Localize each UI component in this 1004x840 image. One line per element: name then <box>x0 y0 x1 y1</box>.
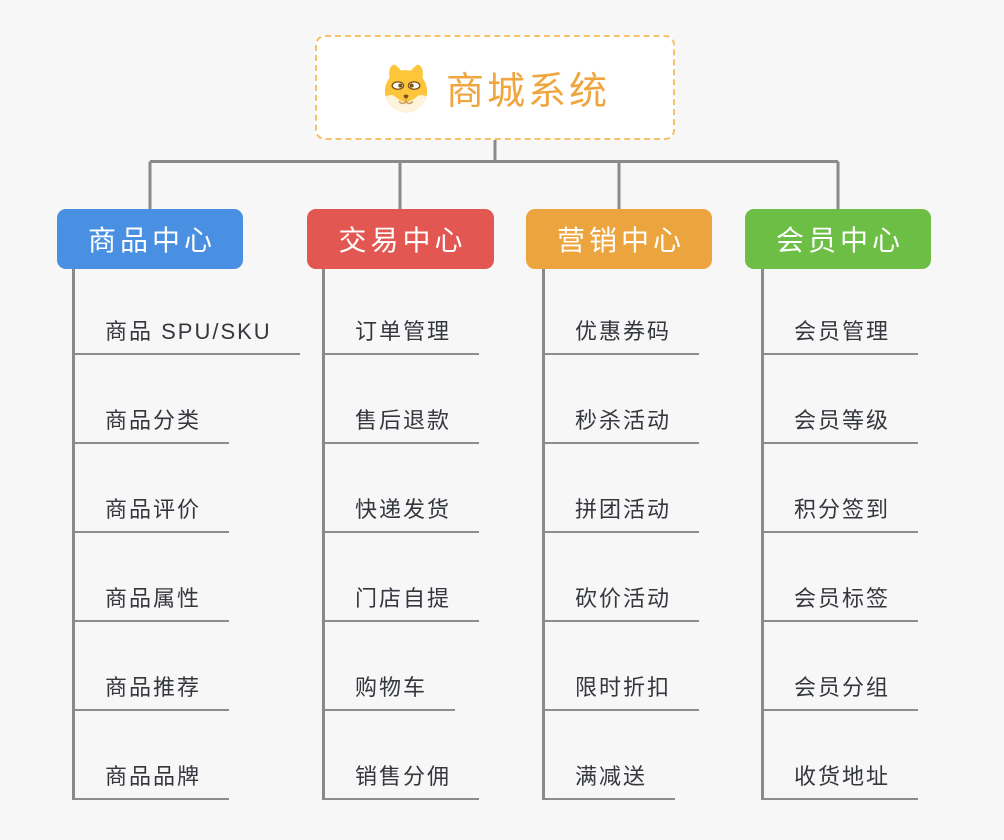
branch-children-trade: 订单管理 售后退款 快递发货 门店自提 购物车 销售分佣 <box>322 266 480 800</box>
leaf-node[interactable]: 会员管理 <box>761 266 919 355</box>
leaf-node[interactable]: 购物车 <box>322 622 479 711</box>
leaf-node[interactable]: 会员等级 <box>761 355 919 444</box>
trunk-line <box>542 269 545 800</box>
leaf-node[interactable]: 快递发货 <box>322 444 480 533</box>
leaf-label: 销售分佣 <box>322 759 480 800</box>
root-node[interactable]: 商城系统 <box>315 35 675 140</box>
leaf-label: 砍价活动 <box>542 581 700 622</box>
branch-node-marketing-center[interactable]: 营销中心 <box>526 209 712 269</box>
leaf-node[interactable]: 会员标签 <box>761 533 919 622</box>
leaf-node[interactable]: 销售分佣 <box>322 711 480 800</box>
leaf-label: 会员分组 <box>761 670 919 711</box>
trunk-line <box>761 269 764 800</box>
leaf-node[interactable]: 售后退款 <box>322 355 480 444</box>
leaf-node[interactable]: 收货地址 <box>761 711 919 800</box>
root-node-label: 商城系统 <box>445 71 610 113</box>
leaf-node[interactable]: 满减送 <box>542 711 699 800</box>
leaf-node[interactable]: 砍价活动 <box>542 533 700 622</box>
leaf-node[interactable]: 商品属性 <box>72 533 300 622</box>
leaf-node[interactable]: 商品品牌 <box>72 711 300 800</box>
leaf-label: 售后退款 <box>322 403 480 444</box>
leaf-label: 满减送 <box>542 759 676 800</box>
leaf-label: 商品推荐 <box>72 670 230 711</box>
trunk-line <box>322 269 325 800</box>
leaf-node[interactable]: 商品 SPU/SKU <box>72 266 300 355</box>
leaf-label: 收货地址 <box>761 759 919 800</box>
leaf-label: 门店自提 <box>322 581 480 622</box>
branch-label: 会员中心 <box>775 225 904 256</box>
leaf-node[interactable]: 门店自提 <box>322 533 480 622</box>
leaf-label: 快递发货 <box>322 492 480 533</box>
branch-label: 商品中心 <box>87 225 216 256</box>
leaf-node[interactable]: 优惠券码 <box>542 266 700 355</box>
branch-children-product: 商品 SPU/SKU 商品分类 商品评价 商品属性 商品推荐 商品品牌 <box>72 266 300 800</box>
leaf-node[interactable]: 积分签到 <box>761 444 919 533</box>
leaf-label: 优惠券码 <box>542 314 700 355</box>
leaf-label: 购物车 <box>322 670 456 711</box>
trunk-line <box>72 269 75 800</box>
leaf-label: 订单管理 <box>322 314 480 355</box>
leaf-label: 会员管理 <box>761 314 919 355</box>
leaf-node[interactable]: 秒杀活动 <box>542 355 700 444</box>
dog-face-icon <box>384 63 428 112</box>
branch-node-trade-center[interactable]: 交易中心 <box>307 209 494 269</box>
branch-node-product-center[interactable]: 商品中心 <box>57 209 243 269</box>
leaf-node[interactable]: 商品评价 <box>72 444 300 533</box>
leaf-label: 会员等级 <box>761 403 919 444</box>
leaf-label: 限时折扣 <box>542 670 700 711</box>
leaf-label: 拼团活动 <box>542 492 700 533</box>
branch-label: 营销中心 <box>556 225 685 256</box>
branch-label: 交易中心 <box>338 225 467 256</box>
leaf-node[interactable]: 商品推荐 <box>72 622 300 711</box>
leaf-label: 会员标签 <box>761 581 919 622</box>
leaf-node[interactable]: 限时折扣 <box>542 622 700 711</box>
leaf-node[interactable]: 拼团活动 <box>542 444 700 533</box>
branch-node-member-center[interactable]: 会员中心 <box>745 209 931 269</box>
branch-children-member: 会员管理 会员等级 积分签到 会员标签 会员分组 收货地址 <box>761 266 919 800</box>
leaf-label: 商品属性 <box>72 581 230 622</box>
leaf-node[interactable]: 订单管理 <box>322 266 480 355</box>
leaf-label: 商品 SPU/SKU <box>72 314 300 355</box>
leaf-label: 秒杀活动 <box>542 403 700 444</box>
leaf-node[interactable]: 会员分组 <box>761 622 919 711</box>
leaf-label: 商品分类 <box>72 403 230 444</box>
leaf-label: 商品品牌 <box>72 759 230 800</box>
leaf-label: 商品评价 <box>72 492 230 533</box>
leaf-node[interactable]: 商品分类 <box>72 355 300 444</box>
branch-children-marketing: 优惠券码 秒杀活动 拼团活动 砍价活动 限时折扣 满减送 <box>542 266 700 800</box>
leaf-label: 积分签到 <box>761 492 919 533</box>
